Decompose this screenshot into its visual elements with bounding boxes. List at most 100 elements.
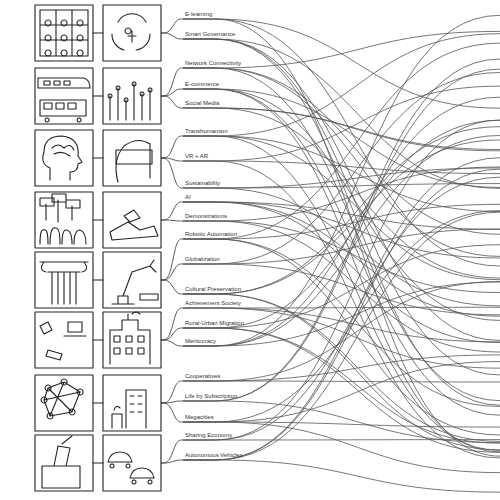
arm bbox=[112, 260, 156, 304]
trend-label: Meritocracy bbox=[185, 338, 216, 345]
trend-label: Autonomous Vehicles bbox=[185, 452, 243, 459]
trend-curve bbox=[183, 89, 500, 452]
trend-curve bbox=[183, 460, 500, 492]
trend-curve bbox=[183, 211, 500, 422]
icon-frame bbox=[103, 68, 161, 124]
ballot-box bbox=[42, 436, 80, 488]
trend-label: E-learning bbox=[185, 11, 212, 18]
video-call-icon bbox=[40, 10, 88, 56]
column-icon bbox=[40, 262, 88, 304]
trend-curve bbox=[183, 108, 500, 149]
trend-label: Network Connectivity bbox=[185, 60, 241, 67]
leader-line bbox=[161, 381, 183, 403]
icon-frame bbox=[35, 192, 93, 248]
trend-curve bbox=[183, 89, 500, 187]
vr-icon bbox=[116, 140, 152, 182]
antennas bbox=[108, 82, 152, 120]
trend-label: Life by Subscription bbox=[185, 393, 237, 400]
trend-curve bbox=[183, 212, 500, 460]
leader-line bbox=[161, 220, 183, 221]
trend-label: Rural-Urban Migration bbox=[185, 320, 244, 327]
leader-line bbox=[161, 33, 183, 39]
icon-frames bbox=[35, 5, 161, 491]
trend-curve bbox=[183, 43, 500, 239]
pair-links bbox=[93, 33, 103, 463]
trend-curve bbox=[183, 355, 500, 381]
transport-icon bbox=[38, 78, 90, 122]
faces bbox=[45, 20, 83, 56]
trend-curve bbox=[183, 422, 500, 427]
leader-line bbox=[161, 280, 183, 294]
cars-icon bbox=[108, 452, 154, 484]
leader-line bbox=[161, 96, 183, 108]
trend-label: VR + AR bbox=[185, 153, 208, 160]
icon-frame bbox=[103, 130, 161, 186]
trend-label: Globalization bbox=[185, 256, 220, 263]
leader-line bbox=[161, 264, 183, 280]
trend-curve bbox=[183, 169, 500, 460]
trend-curve bbox=[183, 19, 500, 456]
icon-frame bbox=[103, 375, 161, 431]
trend-curve bbox=[183, 59, 500, 401]
trend-curve bbox=[183, 184, 500, 188]
trend-curve bbox=[183, 39, 500, 375]
governance-icon bbox=[112, 14, 150, 50]
bus bbox=[40, 100, 86, 122]
icon-frame bbox=[35, 375, 93, 431]
gadgets bbox=[40, 322, 86, 360]
trend-curve bbox=[183, 68, 500, 234]
leader-line bbox=[161, 239, 183, 280]
building bbox=[110, 312, 150, 364]
trend-label: Achievement Society bbox=[185, 300, 241, 307]
trend-curve bbox=[183, 362, 500, 422]
signs bbox=[40, 194, 80, 222]
factory-icon bbox=[110, 312, 150, 364]
icon-frame bbox=[35, 68, 93, 124]
trend-label: Sustainability bbox=[185, 180, 220, 187]
icon-frame bbox=[103, 192, 161, 248]
column bbox=[40, 262, 88, 304]
trend-curve bbox=[183, 34, 500, 136]
trend-curve bbox=[183, 120, 500, 440]
leader-line bbox=[161, 136, 183, 158]
pair-link bbox=[93, 33, 103, 463]
trend-curve bbox=[183, 86, 500, 161]
trend-curve bbox=[183, 39, 500, 340]
trend-curve bbox=[183, 120, 500, 328]
trend-label: Megacities bbox=[185, 414, 214, 421]
trend-curve bbox=[183, 15, 500, 346]
trend-label: Smart Governance bbox=[185, 31, 235, 38]
icon-frame bbox=[103, 435, 161, 491]
leader-line bbox=[161, 403, 183, 422]
trend-label: Sharing Economy bbox=[185, 432, 232, 439]
leader-line bbox=[161, 308, 183, 340]
icon-frame bbox=[103, 312, 161, 368]
trend-label: Robotic Automation bbox=[185, 231, 237, 238]
leader-line bbox=[161, 440, 183, 463]
leader-line bbox=[161, 401, 183, 403]
leader-line bbox=[161, 158, 183, 188]
screen-grid bbox=[40, 10, 88, 56]
cars bbox=[108, 452, 154, 484]
trend-label: Cooperatives bbox=[185, 373, 220, 380]
brain-head-icon bbox=[43, 136, 82, 180]
head bbox=[43, 136, 82, 180]
trend-curve bbox=[183, 422, 500, 473]
trend-curve bbox=[183, 294, 500, 450]
headset bbox=[116, 150, 152, 164]
trend-curve bbox=[183, 127, 500, 294]
icon-frame bbox=[35, 252, 93, 308]
devices-icon bbox=[40, 322, 86, 360]
trend-label: Demonstrations bbox=[185, 213, 227, 220]
figure bbox=[125, 28, 136, 42]
trend-label: Cultural Preservation bbox=[185, 286, 241, 293]
crowd bbox=[40, 228, 86, 244]
trend-curve bbox=[183, 73, 500, 264]
wreck bbox=[110, 210, 158, 240]
leader-line bbox=[161, 202, 183, 220]
trend-label: E-commerce bbox=[185, 81, 219, 88]
trend-curve bbox=[183, 167, 500, 221]
icon-frame bbox=[103, 5, 161, 61]
network-icon bbox=[41, 379, 83, 419]
